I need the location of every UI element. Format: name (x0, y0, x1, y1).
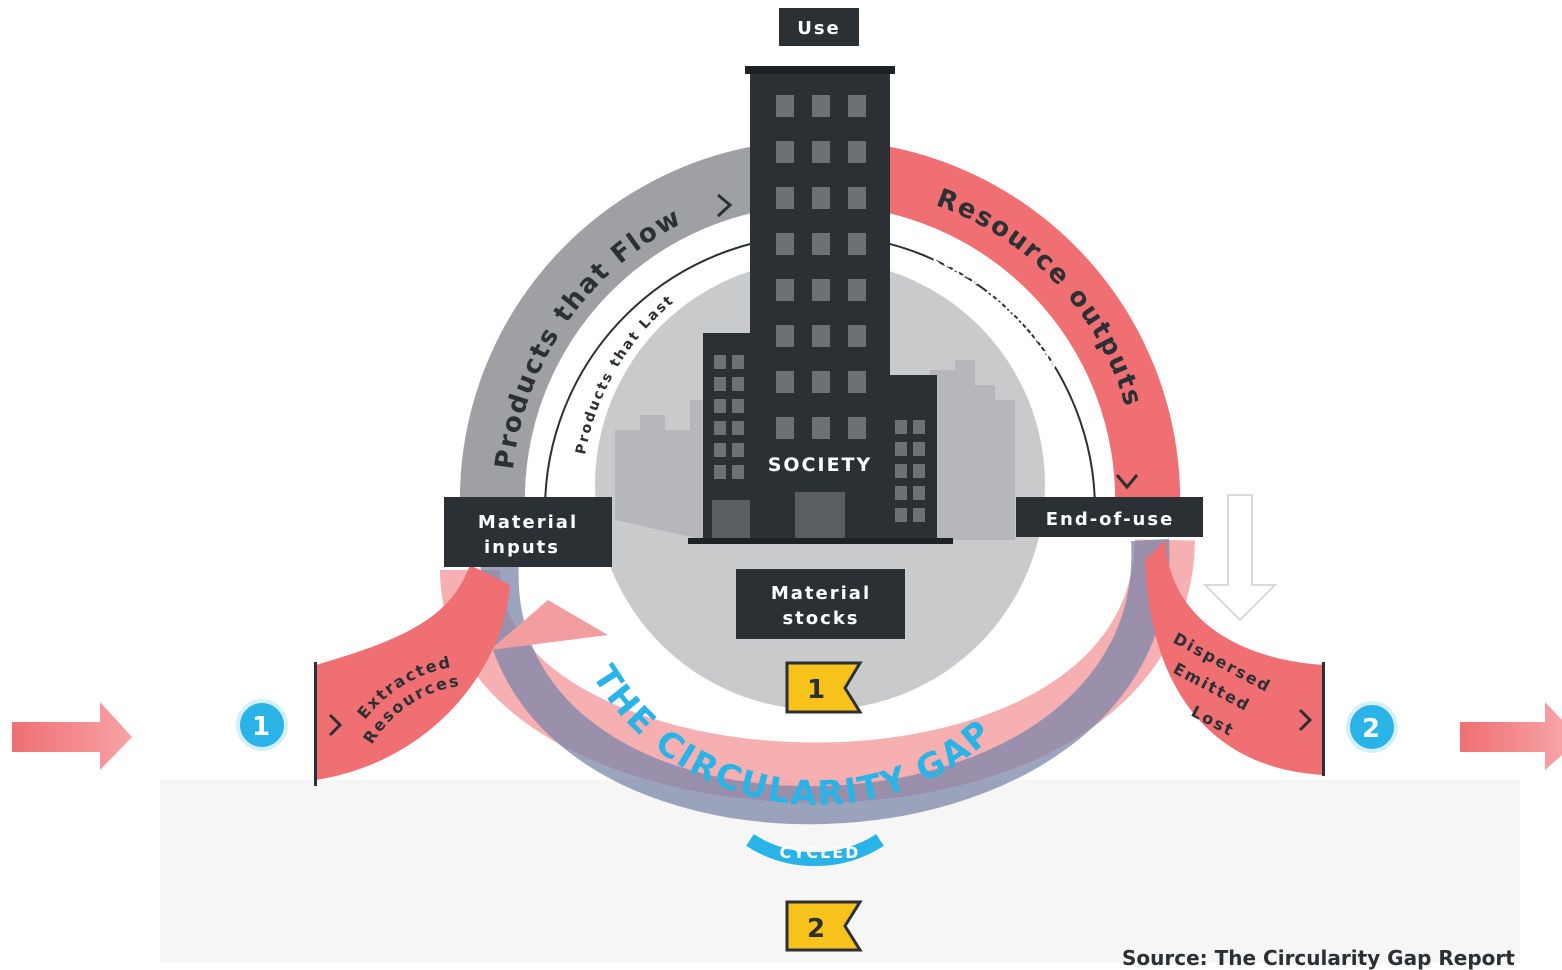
window (848, 141, 866, 163)
circle-badge-1-number: 1 (252, 712, 272, 742)
window (812, 417, 830, 439)
material-stocks-label-1: Material (771, 583, 871, 604)
window (776, 325, 794, 347)
output-arrow (1460, 702, 1562, 770)
window (776, 417, 794, 439)
window (895, 486, 907, 500)
window (776, 233, 794, 255)
material-inputs-label-1: Material (478, 512, 578, 533)
window (776, 187, 794, 209)
window (714, 421, 726, 435)
window (714, 443, 726, 457)
flow-chevron (716, 193, 733, 218)
window (812, 233, 830, 255)
input-arrow (12, 702, 132, 770)
window (812, 325, 830, 347)
window (812, 141, 830, 163)
window (776, 371, 794, 393)
material-stocks-box (736, 569, 905, 639)
circle-badge-2 (1346, 701, 1398, 753)
window (913, 420, 925, 434)
window (848, 417, 866, 439)
window (812, 279, 830, 301)
circle-badge-2-number: 2 (1362, 714, 1382, 744)
flag-badge-1 (785, 661, 863, 714)
window (812, 95, 830, 117)
window (714, 355, 726, 369)
circle-badge-1 (236, 699, 288, 751)
flag-badge-1-number: 1 (807, 675, 825, 705)
window (732, 421, 744, 435)
skyline-right (930, 360, 1015, 540)
extracted-bar (314, 662, 317, 786)
window (895, 420, 907, 434)
window (776, 141, 794, 163)
window (913, 464, 925, 478)
window (913, 486, 925, 500)
window (848, 279, 866, 301)
window (848, 371, 866, 393)
society-buildings (688, 66, 953, 544)
window (895, 508, 907, 522)
dispersed-band (1145, 540, 1325, 775)
dispersed-bar (1322, 662, 1325, 776)
flag-badge-2-number: 2 (807, 914, 825, 944)
window (812, 187, 830, 209)
window (714, 465, 726, 479)
window (848, 95, 866, 117)
loop-arrowhead (490, 600, 608, 650)
window (812, 371, 830, 393)
window (895, 442, 907, 456)
window (732, 465, 744, 479)
window (714, 399, 726, 413)
window (913, 508, 925, 522)
use-box (779, 8, 859, 46)
window (732, 399, 744, 413)
cycled-arc (746, 834, 884, 867)
window (732, 443, 744, 457)
dispersed-chevron (1298, 708, 1313, 732)
end-of-use-box (1016, 497, 1203, 537)
society-label: SOCIETY (768, 454, 873, 476)
material-stocks-label-2: stocks (782, 608, 859, 629)
window (732, 355, 744, 369)
extracted-chevron (328, 713, 343, 737)
window (848, 187, 866, 209)
cycled-loop-blue (480, 538, 1170, 825)
window (848, 233, 866, 255)
window (776, 279, 794, 301)
material-inputs-box (444, 497, 612, 567)
down-arrow (1202, 494, 1278, 622)
skyline (615, 400, 705, 540)
extracted-band (316, 565, 510, 780)
window (776, 95, 794, 117)
cycled-label: CYCLED (780, 843, 861, 862)
window (913, 442, 925, 456)
window (714, 377, 726, 391)
outputs-chevron (1115, 474, 1139, 490)
window (848, 325, 866, 347)
use-label: Use (797, 18, 841, 39)
window (732, 377, 744, 391)
end-of-use-label: End-of-use (1046, 509, 1175, 530)
window (895, 464, 907, 478)
source-caption: Source: The Circularity Gap Report (1122, 946, 1515, 970)
material-inputs-label-2: inputs (484, 537, 560, 558)
flag-badge-2 (785, 900, 863, 952)
